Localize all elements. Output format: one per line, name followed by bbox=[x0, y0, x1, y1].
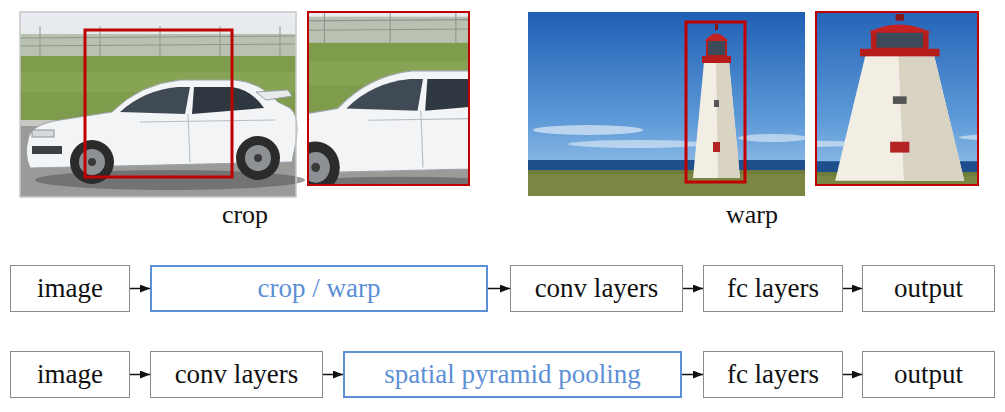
flow-arrow bbox=[130, 374, 150, 376]
stage-box: image bbox=[10, 351, 130, 398]
stage-label: conv layers bbox=[175, 360, 299, 390]
warped-lighthouse-image bbox=[382, 1, 1005, 200]
original-car-image bbox=[20, 12, 305, 197]
cropped-car-image bbox=[237, 0, 549, 209]
illustration-part bbox=[308, 12, 469, 185]
stage-box: image bbox=[10, 265, 130, 312]
flow-arrow bbox=[843, 374, 862, 376]
flow-arrow bbox=[682, 374, 703, 376]
flow-arrow bbox=[323, 374, 343, 376]
illustration-part bbox=[816, 12, 978, 185]
stage-box: conv layers bbox=[510, 265, 683, 312]
illustration-part bbox=[20, 12, 296, 197]
illustration-part bbox=[85, 30, 232, 177]
highlighted-stage-box: spatial pyramid pooling bbox=[343, 351, 682, 398]
stage-label: crop / warp bbox=[258, 274, 381, 304]
illustration-part bbox=[237, 0, 549, 209]
highlighted-stage-box: crop / warp bbox=[150, 265, 488, 312]
stage-label: image bbox=[37, 360, 103, 390]
illustration-part bbox=[528, 12, 808, 196]
illustration-part bbox=[308, 12, 469, 185]
stage-label: fc layers bbox=[727, 360, 819, 390]
caption-label: crop bbox=[222, 201, 268, 230]
stage-label: output bbox=[894, 274, 963, 304]
stage-label: fc layers bbox=[727, 274, 819, 304]
illustration-part bbox=[816, 12, 978, 185]
flow-arrow bbox=[488, 288, 510, 290]
flow-arrow bbox=[843, 288, 862, 290]
stage-label: output bbox=[894, 360, 963, 390]
original-lighthouse-image bbox=[528, 12, 808, 196]
stage-label: spatial pyramid pooling bbox=[384, 360, 640, 390]
stage-box: output bbox=[862, 351, 995, 398]
stage-box: conv layers bbox=[150, 351, 323, 398]
illustration-part bbox=[308, 12, 469, 185]
illustration-part bbox=[20, 12, 305, 197]
stage-label: conv layers bbox=[535, 274, 659, 304]
illustration-part bbox=[382, 1, 1005, 200]
stage-box: fc layers bbox=[703, 351, 843, 398]
stage-box: fc layers bbox=[703, 265, 843, 312]
illustration-part bbox=[686, 22, 745, 182]
stage-label: image bbox=[37, 274, 103, 304]
flow-arrow bbox=[683, 288, 703, 290]
caption-label: warp bbox=[726, 201, 778, 230]
flow-arrow bbox=[130, 288, 150, 290]
stage-box: output bbox=[862, 265, 995, 312]
illustration-part bbox=[816, 12, 978, 185]
